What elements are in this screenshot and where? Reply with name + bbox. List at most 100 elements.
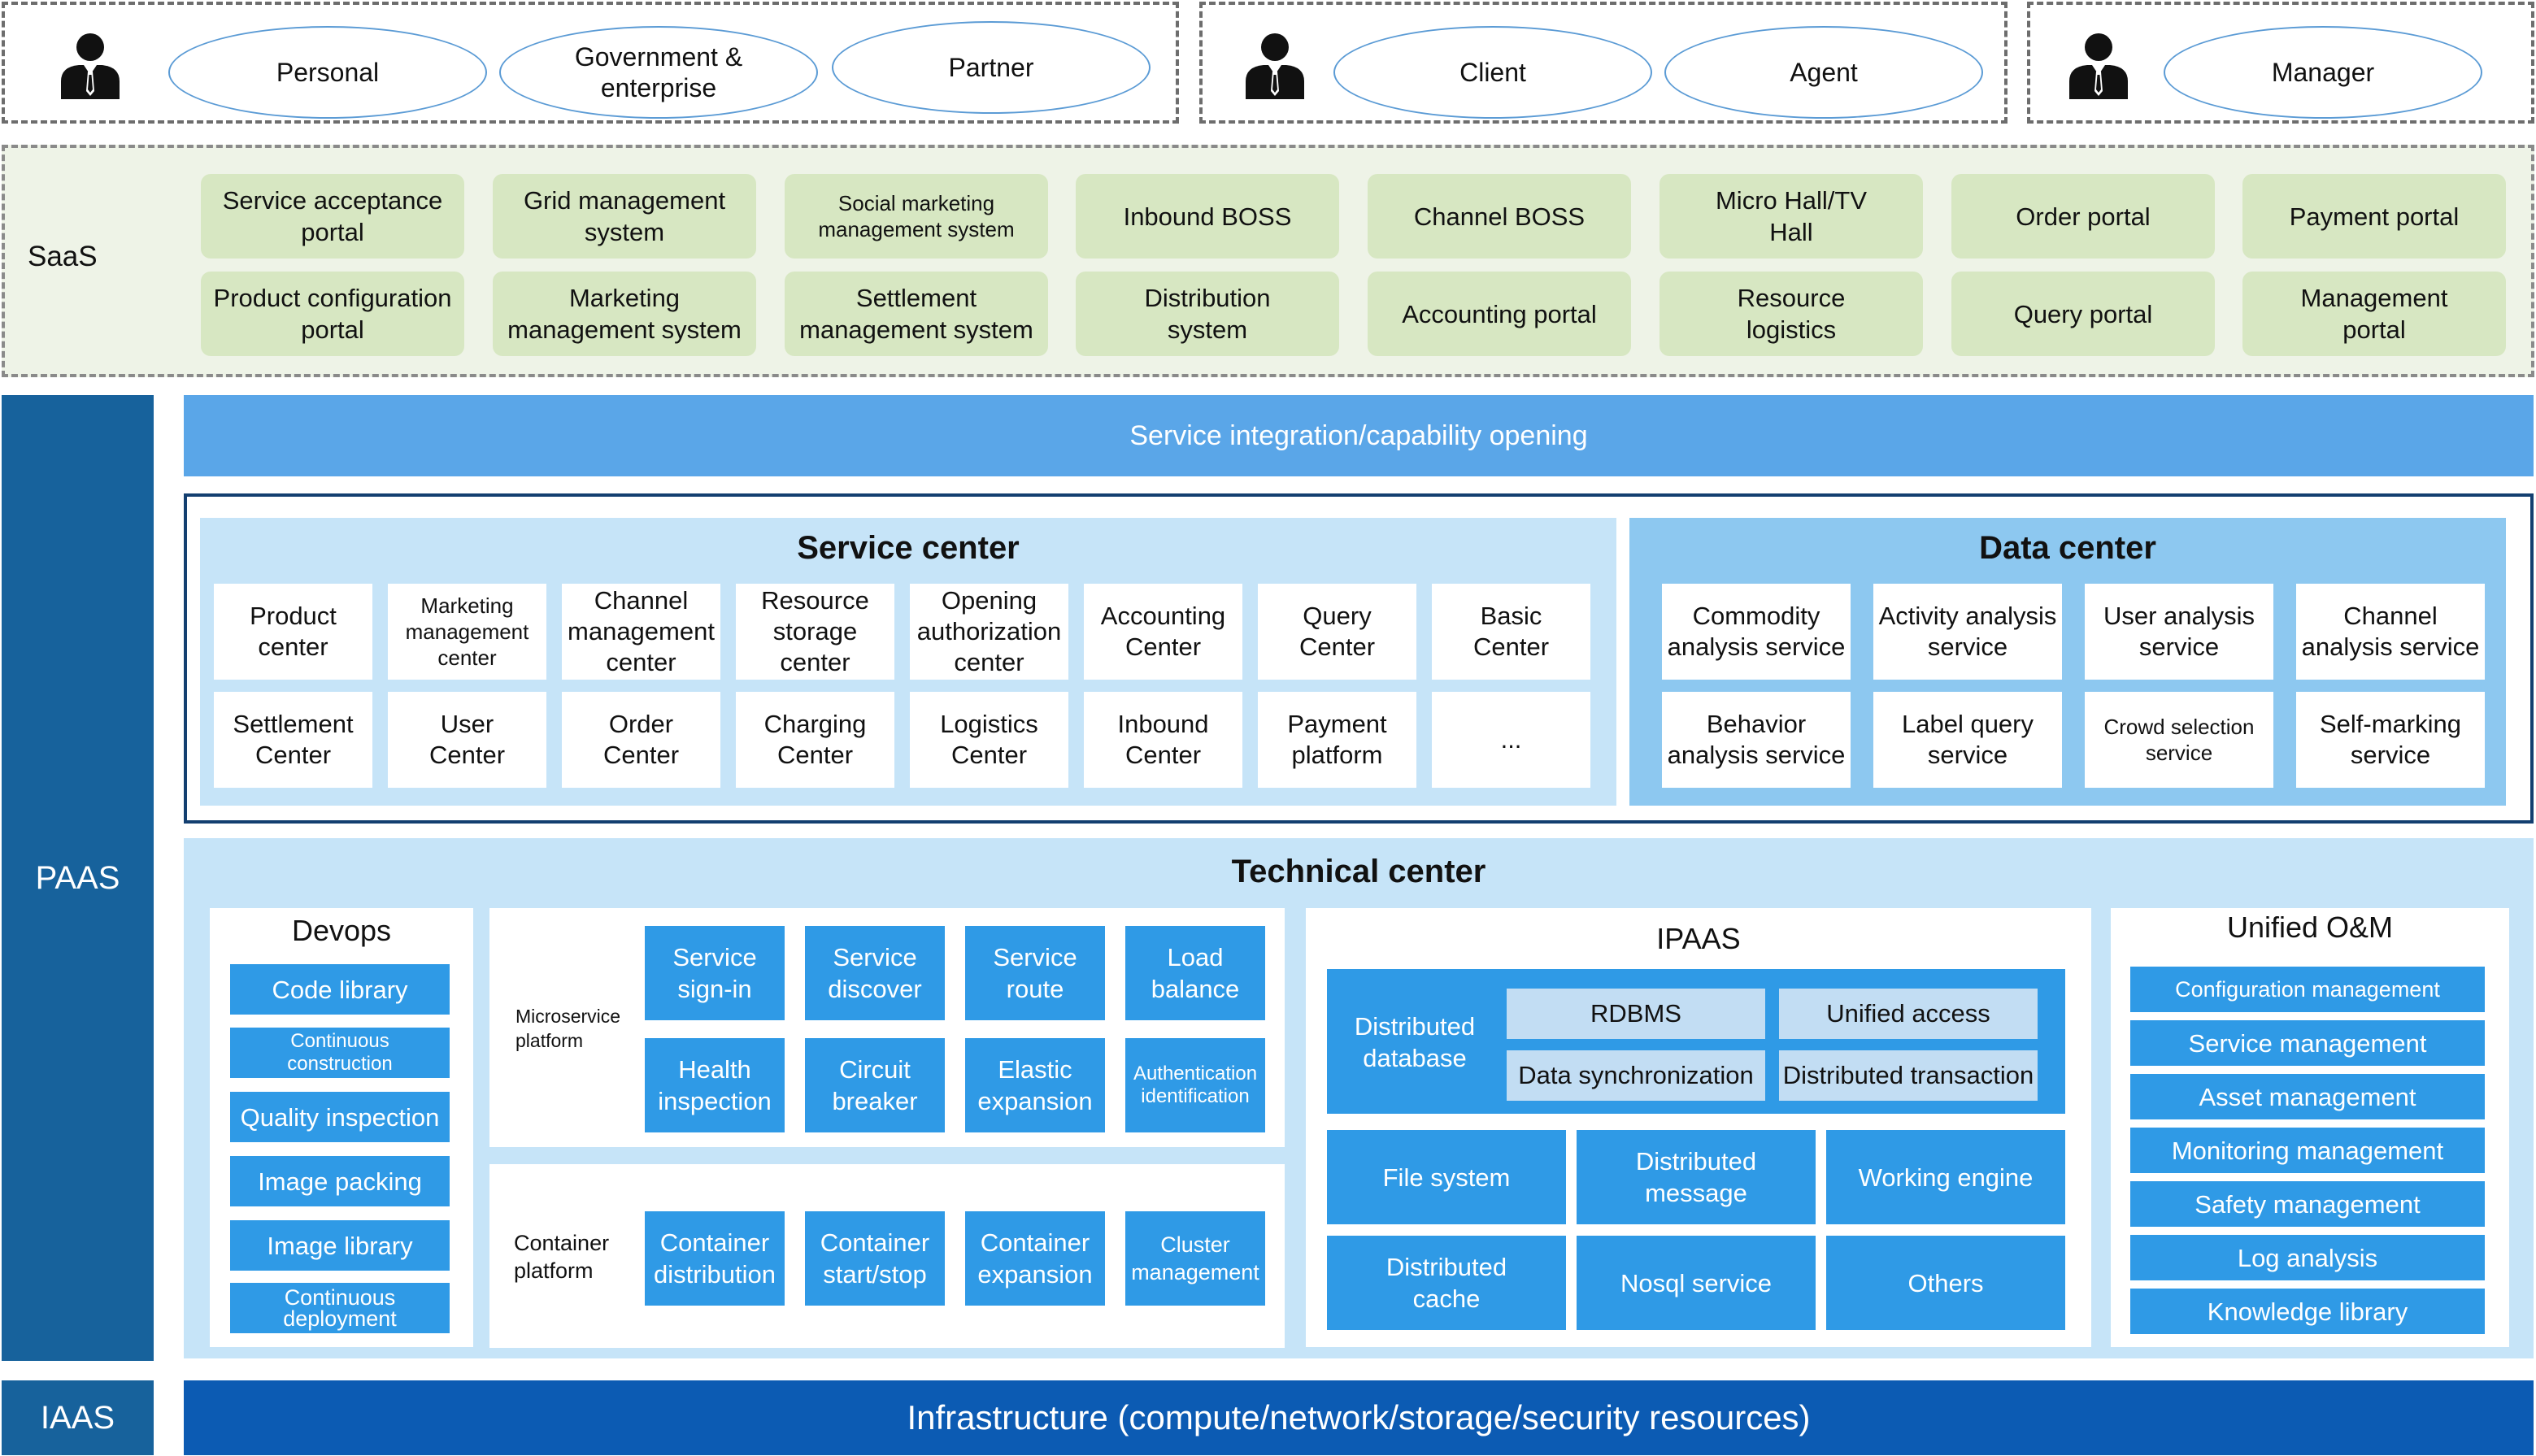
- service-center-item: Channel management center: [562, 584, 720, 680]
- om-item: Safety management: [2130, 1181, 2485, 1227]
- service-center-item: Logistics Center: [910, 692, 1068, 788]
- microservice-item: Circuit breaker: [805, 1038, 945, 1132]
- user-group-2: [1199, 2, 2007, 124]
- iaas-label: IAAS: [2, 1380, 154, 1455]
- role-partner: Partner: [832, 21, 1151, 114]
- data-center-item: User analysis service: [2085, 584, 2273, 680]
- microservice-item: Service sign-in: [645, 926, 785, 1020]
- container-label: Container platform: [514, 1231, 610, 1283]
- container-item: Cluster management: [1125, 1211, 1265, 1306]
- infrastructure-bar: Infrastructure (compute/network/storage/…: [184, 1380, 2534, 1455]
- ipaas-item: Working engine: [1826, 1130, 2065, 1224]
- om-item: Knowledge library: [2130, 1289, 2485, 1334]
- ipaas-title: IPAAS: [1656, 922, 1741, 955]
- database-item: RDBMS: [1507, 989, 1765, 1039]
- saas-marketing-management-system: Marketing management system: [493, 272, 756, 356]
- saas-channel-boss: Channel BOSS: [1368, 174, 1631, 259]
- service-center-item: Marketing management center: [388, 584, 546, 680]
- microservice-item: Health inspection: [645, 1038, 785, 1132]
- service-center-item: Payment platform: [1258, 692, 1416, 788]
- ipaas-item: Distributed message: [1577, 1130, 1816, 1224]
- om-item: Asset management: [2130, 1074, 2485, 1119]
- container-item: Container expansion: [965, 1211, 1105, 1306]
- saas-grid-management-system: Grid management system: [493, 174, 756, 259]
- devops-item: Quality inspection: [230, 1092, 450, 1142]
- saas-management-portal: Management portal: [2242, 272, 2506, 356]
- devops-item: Image library: [230, 1220, 450, 1271]
- service-integration-bar: Service integration/capability opening: [184, 395, 2534, 476]
- microservice-item: Elastic expansion: [965, 1038, 1105, 1132]
- service-center-item: Product center: [214, 584, 372, 680]
- paas-label: PAAS: [2, 395, 154, 1361]
- distributed-database-label: Distributed database: [1354, 1012, 1476, 1072]
- role-client: Client: [1333, 26, 1652, 119]
- devops-item: Code library: [230, 964, 450, 1015]
- data-center-item: Channel analysis service: [2296, 584, 2485, 680]
- saas-service-acceptance-portal: Service acceptance portal: [201, 174, 464, 259]
- service-center-item: Opening authorization center: [910, 584, 1068, 680]
- service-center-item: Charging Center: [736, 692, 894, 788]
- data-center-item: Crowd selection service: [2085, 692, 2273, 788]
- data-center-item: Behavior analysis service: [1662, 692, 1851, 788]
- service-center-item: Resource storage center: [736, 584, 894, 680]
- container-item: Container distribution: [645, 1211, 785, 1306]
- saas-product-configuration-portal: Product configuration portal: [201, 272, 464, 356]
- devops-title: Devops: [291, 914, 392, 947]
- om-item: Monitoring management: [2130, 1128, 2485, 1173]
- database-item: Distributed transaction: [1779, 1050, 2038, 1101]
- om-title: Unified O&M: [2226, 911, 2394, 944]
- saas-distribution-system: Distribution system: [1076, 272, 1339, 356]
- devops-item: Continuous deployment: [230, 1283, 450, 1333]
- microservice-item: Service route: [965, 926, 1105, 1020]
- service-center-item: User Center: [388, 692, 546, 788]
- saas-label: SaaS: [28, 241, 98, 272]
- role-manager: Manager: [2164, 26, 2482, 119]
- role-government-enterprise: Government & enterprise: [499, 26, 818, 119]
- saas-order-portal: Order portal: [1951, 174, 2215, 259]
- service-center-title: Service center: [797, 530, 1020, 566]
- role-agent: Agent: [1664, 26, 1983, 119]
- saas-accounting-portal: Accounting portal: [1368, 272, 1631, 356]
- technical-center-title: Technical center: [1231, 854, 1486, 889]
- saas-inbound-boss: Inbound BOSS: [1076, 174, 1339, 259]
- service-center-item: ...: [1432, 692, 1590, 788]
- devops-item: Continuous construction: [230, 1028, 450, 1078]
- service-center-item: Order Center: [562, 692, 720, 788]
- data-center-item: Label query service: [1873, 692, 2062, 788]
- service-center-item: Basic Center: [1432, 584, 1590, 680]
- ipaas-item: File system: [1327, 1130, 1566, 1224]
- om-item: Configuration management: [2130, 967, 2485, 1012]
- data-center-item: Commodity analysis service: [1662, 584, 1851, 680]
- microservice-item: Load balance: [1125, 926, 1265, 1020]
- ipaas-item: Others: [1826, 1236, 2065, 1330]
- saas-micro-hall-tv-hall: Micro Hall/TV Hall: [1659, 174, 1923, 259]
- microservice-label: Microservice platform: [515, 1006, 621, 1051]
- service-center-item: Inbound Center: [1084, 692, 1242, 788]
- saas-settlement-management-system: Settlement management system: [785, 272, 1048, 356]
- container-item: Container start/stop: [805, 1211, 945, 1306]
- data-center-item: Activity analysis service: [1873, 584, 2062, 680]
- microservice-item: Authentication identification: [1125, 1038, 1265, 1132]
- devops-item: Image packing: [230, 1156, 450, 1206]
- om-item: Service management: [2130, 1020, 2485, 1066]
- database-item: Unified access: [1779, 989, 2038, 1039]
- data-center-item: Self-marking service: [2296, 692, 2485, 788]
- saas-resource-logistics: Resource logistics: [1659, 272, 1923, 356]
- saas-query-portal: Query portal: [1951, 272, 2215, 356]
- microservice-item: Service discover: [805, 926, 945, 1020]
- service-center-item: Accounting Center: [1084, 584, 1242, 680]
- database-item: Data synchronization: [1507, 1050, 1765, 1101]
- person-icon: [2069, 33, 2128, 99]
- person-icon: [61, 33, 120, 99]
- user-group-3: [2027, 2, 2534, 124]
- data-center-title: Data center: [1979, 530, 2156, 566]
- saas-social-marketing-management-system: Social marketing management system: [785, 174, 1048, 259]
- person-icon: [1246, 33, 1304, 99]
- ipaas-item: Distributed cache: [1327, 1236, 1566, 1330]
- service-center-item: Query Center: [1258, 584, 1416, 680]
- user-group-1: [2, 2, 1179, 124]
- role-personal: Personal: [168, 26, 487, 119]
- saas-payment-portal: Payment portal: [2242, 174, 2506, 259]
- om-item: Log analysis: [2130, 1235, 2485, 1280]
- ipaas-item: Nosql service: [1577, 1236, 1816, 1330]
